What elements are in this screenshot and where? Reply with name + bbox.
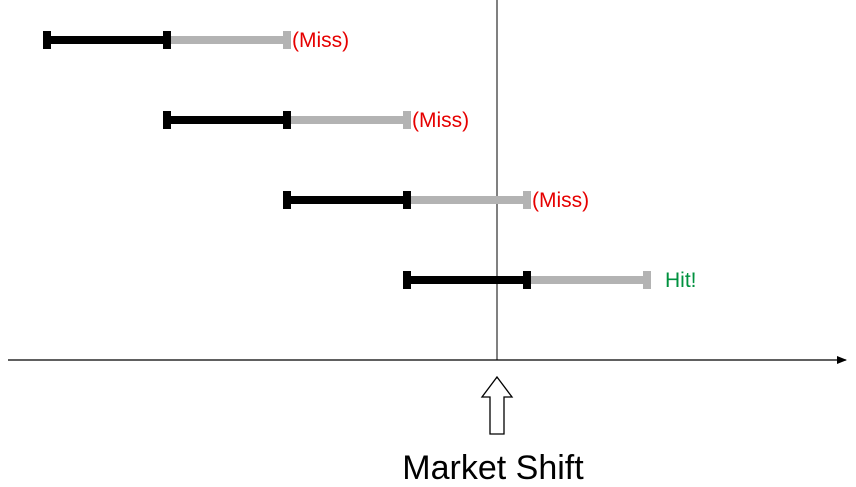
market-shift-caption: Market Shift <box>402 449 584 487</box>
result-label: (Miss) <box>292 29 349 52</box>
window-start-cap <box>43 31 51 49</box>
result-label: Hit! <box>665 269 697 292</box>
window-start-cap <box>163 111 171 129</box>
up-arrow-icon <box>480 375 514 435</box>
window-end-cap <box>403 111 411 129</box>
window-end-cap <box>283 31 291 49</box>
window-start-cap <box>283 191 291 209</box>
window-start-cap <box>403 271 411 289</box>
window-rows: (Miss) (Miss) (Miss) Hit! <box>43 29 697 292</box>
window-row: (Miss) <box>163 109 469 132</box>
window-row: Hit! <box>403 269 697 292</box>
result-label: (Miss) <box>532 189 589 212</box>
window-mid-cap <box>163 31 171 49</box>
window-mid-cap <box>403 191 411 209</box>
result-label: (Miss) <box>412 109 469 132</box>
window-end-cap <box>523 191 531 209</box>
window-row: (Miss) <box>283 189 589 212</box>
window-mid-cap <box>283 111 291 129</box>
window-end-cap <box>643 271 651 289</box>
window-mid-cap <box>523 271 531 289</box>
window-row: (Miss) <box>43 29 349 52</box>
